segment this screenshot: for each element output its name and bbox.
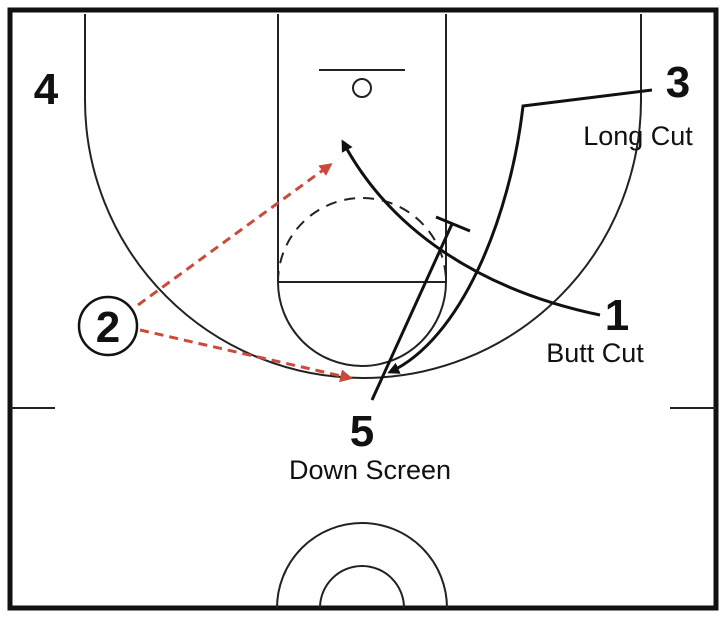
player-5-label: 5 xyxy=(350,407,374,456)
down-screen-label: Down Screen xyxy=(289,455,451,485)
court-border xyxy=(7,7,719,611)
center-circle-inner xyxy=(319,565,405,609)
long-cut-label: Long Cut xyxy=(583,121,693,151)
pass-to-basket xyxy=(137,163,333,307)
butt-cut-path xyxy=(341,139,601,317)
pass-to-post xyxy=(139,328,354,383)
player-2-label: 2 xyxy=(96,303,120,352)
player-3-label: 3 xyxy=(666,58,690,107)
free-throw-circle-lower xyxy=(277,281,447,367)
three-point-arc xyxy=(84,14,642,379)
player-4-label: 4 xyxy=(34,65,59,114)
screen-bar xyxy=(435,215,471,233)
player-2-circle xyxy=(77,295,139,357)
down-screen-path xyxy=(370,223,454,401)
long-cut-path xyxy=(387,88,653,374)
center-circle-outer xyxy=(276,522,448,609)
free-throw-circle-upper xyxy=(277,197,447,283)
rim xyxy=(352,78,372,98)
player-1-label: 1 xyxy=(605,291,629,340)
lane xyxy=(277,14,447,283)
butt-cut-label: Butt Cut xyxy=(546,338,644,368)
